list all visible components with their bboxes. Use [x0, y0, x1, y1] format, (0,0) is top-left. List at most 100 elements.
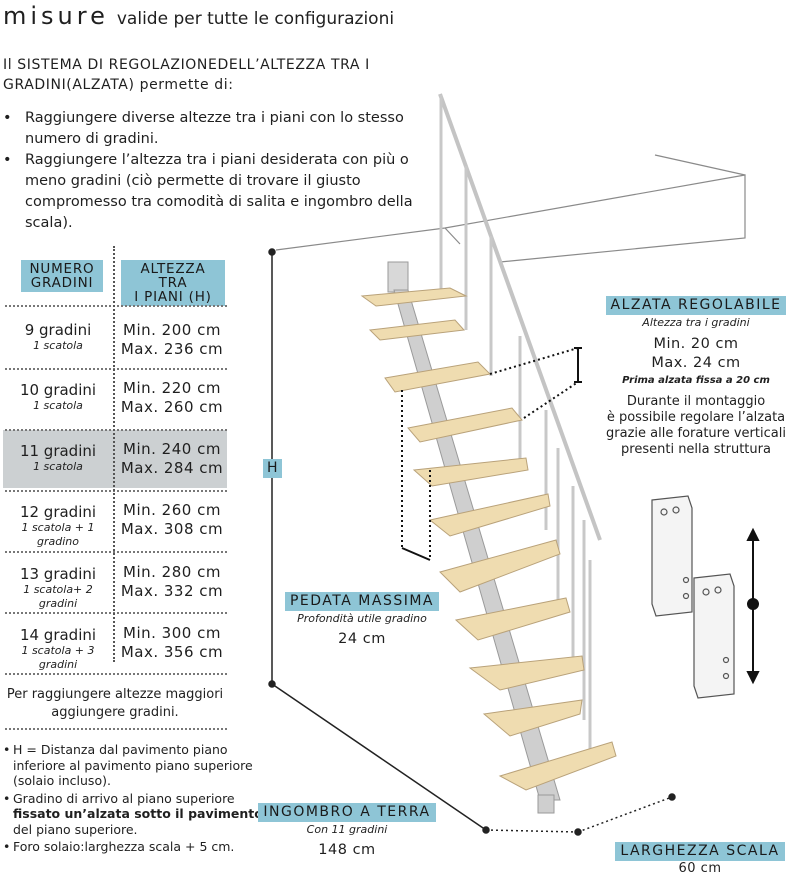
alzata-desc: Durante il montaggio è possibile regolar… — [590, 394, 800, 458]
h-label: H — [263, 457, 282, 478]
height-range: Min. 240 cm Max. 284 cm — [116, 440, 228, 478]
table-row: 10 gradini 1 scatola — [3, 381, 113, 413]
notes-list: H = Distanza dal pavimento piano inferio… — [3, 742, 263, 857]
intro-text: Il SISTEMA DI REGOLAZIONEDELL’ALTEZZA TR… — [3, 55, 383, 95]
note-more-steps: Per raggiungere altezze maggiori aggiung… — [6, 687, 224, 720]
handrail-posts — [439, 95, 592, 760]
ingombro-tag: INGOMBRO A TERRA — [258, 803, 436, 822]
footprint-dimension — [271, 683, 676, 836]
height-min: Min. 260 cm — [123, 501, 221, 519]
table-row: 14 gradini 1 scatola + 3 gradini — [3, 626, 113, 672]
ingombro-info: INGOMBRO A TERRA Con 11 gradini 148 cm — [258, 801, 436, 860]
height-max: Max. 332 cm — [120, 582, 224, 600]
bracket-detail — [651, 495, 735, 699]
larghezza-tag: LARGHEZZA SCALA — [615, 842, 785, 861]
package-info: 1 scatola — [33, 399, 83, 412]
height-range: Min. 300 cm Max. 356 cm — [116, 624, 228, 662]
package-info: 1 scatola — [33, 460, 83, 473]
adjust-arrow-icon — [746, 527, 760, 685]
height-min: Min. 300 cm — [123, 624, 221, 642]
benefit-item: Raggiungere diverse altezze tra i piani … — [3, 108, 423, 150]
gradini-count: 13 gradini — [19, 565, 97, 583]
row-divider — [5, 429, 227, 431]
header-right-line2: I PIANI (H) — [134, 289, 212, 305]
alzata-dimension — [489, 347, 582, 419]
pedata-tag: PEDATA MASSIMA — [284, 592, 440, 611]
height-max: Max. 260 cm — [120, 398, 224, 416]
height-min: Min. 220 cm — [123, 379, 221, 397]
note-text: del piano superiore. — [13, 821, 138, 837]
gradini-count: 10 gradini — [19, 381, 97, 399]
package-info: 1 scatola + 3 gradini — [21, 644, 95, 671]
alzata-desc-line: presenti nella struttura — [621, 442, 771, 457]
height-range: Min. 200 cm Max. 236 cm — [116, 321, 228, 359]
alzata-desc-line: è possibile regolare l’alzata — [606, 410, 786, 425]
alzata-min: Min. 20 cm — [653, 336, 739, 352]
row-divider — [5, 368, 227, 370]
benefits-list: Raggiungere diverse altezze tra i piani … — [3, 108, 423, 234]
gradini-count: 11 gradini — [19, 442, 97, 460]
row-divider — [5, 305, 227, 307]
height-max: Max. 356 cm — [120, 643, 224, 661]
package-info: 1 scatola + 1 gradino — [21, 521, 95, 548]
page-title: misure valide per tutte le configurazioni — [3, 2, 394, 30]
alzata-sub: Altezza tra i gradini — [642, 316, 750, 329]
alzata-info: ALZATA REGOLABILE Altezza tra i gradini … — [590, 294, 800, 458]
height-max: Max. 236 cm — [120, 340, 224, 358]
title-main: misure — [3, 2, 109, 30]
note-item: Foro solaio:larghezza scala + 5 cm. — [3, 839, 263, 855]
height-max: Max. 308 cm — [120, 520, 224, 538]
height-min: Min. 280 cm — [123, 563, 221, 581]
pedata-dimension — [401, 390, 431, 561]
ingombro-value: 148 cm — [318, 842, 376, 858]
note-item: H = Distanza dal pavimento piano inferio… — [3, 742, 263, 789]
note-text: Gradino di arrivo al piano superiore — [13, 790, 235, 806]
intro-part-d: permette di: — [134, 77, 234, 93]
ingombro-sub: Con 11 gradini — [306, 823, 388, 836]
steps — [360, 287, 617, 791]
header-left-line1: NUMERO — [29, 261, 95, 277]
package-info: 1 scatola — [33, 339, 83, 352]
height-range: Min. 220 cm Max. 260 cm — [116, 379, 228, 417]
alzata-max: Max. 24 cm — [651, 355, 741, 371]
intro-part-b: DELL’ALTEZZA TRA I GRADINI — [3, 57, 370, 93]
package-info: 1 scatola+ 2 gradini — [23, 583, 93, 610]
alzata-desc-line: grazie alle forature verticali — [606, 426, 786, 441]
alzata-fixed: Prima alzata fissa a 20 cm — [622, 375, 770, 386]
height-min: Min. 200 cm — [123, 321, 221, 339]
header-right-line1: ALTEZZA TRA — [140, 261, 206, 291]
title-sub: valide per tutte le configurazioni — [116, 9, 395, 29]
alzata-desc-line: Durante il montaggio — [626, 394, 766, 409]
row-highlight — [3, 430, 227, 488]
benefit-item: Raggiungere l’altezza tra i piani deside… — [3, 150, 423, 234]
row-divider — [5, 673, 227, 675]
gradini-count: 12 gradini — [19, 503, 97, 521]
table-row: 13 gradini 1 scatola+ 2 gradini — [3, 565, 113, 611]
height-range: Min. 280 cm Max. 332 cm — [116, 563, 228, 601]
note-bold-text: fissato un’alzata sotto il pavimento — [13, 806, 263, 821]
note-item: Gradino di arrivo al piano superiore fis… — [3, 791, 263, 838]
row-divider — [5, 490, 227, 492]
table-row: 12 gradini 1 scatola + 1 gradino — [3, 503, 113, 549]
pedata-value: 24 cm — [338, 631, 386, 647]
column-divider — [113, 246, 115, 662]
row-divider — [5, 728, 227, 730]
upper-floor-outline — [275, 154, 746, 263]
larghezza-value: 60 cm — [678, 861, 722, 876]
pedata-info: PEDATA MASSIMA Profondità utile gradino … — [282, 590, 442, 649]
pedata-sub: Profondità utile gradino — [297, 612, 427, 625]
h-tag: H — [263, 459, 282, 478]
height-min: Min. 240 cm — [123, 440, 221, 458]
row-divider — [5, 612, 227, 614]
table-row: 11 gradini 1 scatola — [3, 442, 113, 474]
height-range: Min. 260 cm Max. 308 cm — [116, 501, 228, 539]
intro-part-c: (ALZATA) — [66, 77, 135, 93]
row-divider — [5, 551, 227, 553]
central-stringer — [387, 261, 561, 814]
alzata-tag: ALZATA REGOLABILE — [605, 296, 787, 315]
intro-part-a: Il SISTEMA DI REGOLAZIONE — [3, 57, 218, 73]
gradini-count: 14 gradini — [19, 626, 97, 644]
